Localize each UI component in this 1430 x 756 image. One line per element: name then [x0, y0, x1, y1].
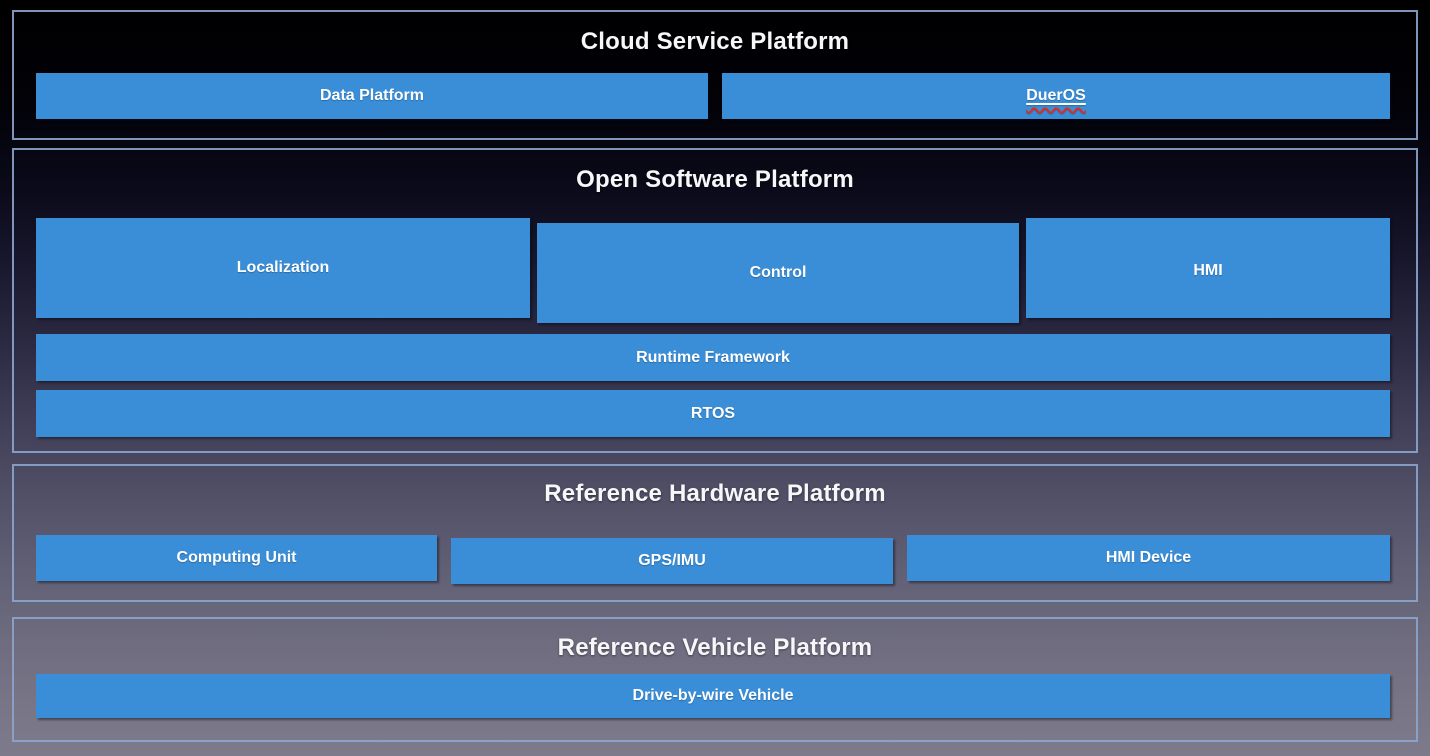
box-control-label: Control	[749, 264, 807, 281]
box-drive-by-wire-vehicle: Drive-by-wire Vehicle	[36, 674, 1390, 718]
box-hmi: HMI	[1026, 218, 1390, 318]
vehicle-boxes-row: Drive-by-wire Vehicle	[36, 674, 1390, 718]
section-cloud-service-platform: Cloud Service Platform Data Platform Due…	[12, 10, 1418, 140]
box-drive-by-wire-vehicle-label: Drive-by-wire Vehicle	[632, 687, 794, 704]
box-gps-imu: GPS/IMU	[451, 538, 893, 584]
cloud-boxes-row: Data Platform DuerOS	[36, 73, 1390, 119]
box-runtime-framework-label: Runtime Framework	[636, 348, 790, 366]
box-computing-unit: Computing Unit	[36, 535, 437, 581]
box-rtos: RTOS	[36, 390, 1390, 437]
section-title-cloud: Cloud Service Platform	[580, 28, 850, 55]
box-localization-label: Localization	[236, 259, 330, 276]
box-runtime-framework: Runtime Framework	[36, 334, 1390, 381]
box-data-platform: Data Platform	[36, 73, 708, 119]
section-reference-hardware-platform: Reference Hardware Platform Computing Un…	[12, 464, 1418, 602]
box-data-platform-label: Data Platform	[319, 87, 425, 104]
section-reference-vehicle-platform: Reference Vehicle Platform Drive-by-wire…	[12, 617, 1418, 742]
section-title-hardware: Reference Hardware Platform	[544, 480, 886, 507]
software-modules-row: Localization Control HMI	[36, 218, 1390, 323]
section-title-vehicle: Reference Vehicle Platform	[557, 634, 873, 661]
dueros-link-label: DuerOS	[1026, 87, 1086, 104]
section-open-software-platform: Open Software Platform Localization Cont…	[12, 148, 1418, 453]
hardware-boxes-row: Computing Unit GPS/IMU HMI Device	[36, 535, 1390, 584]
box-computing-unit-label: Computing Unit	[176, 549, 297, 566]
box-hmi-label: HMI	[1193, 262, 1223, 279]
dueros-link[interactable]: DuerOS	[1026, 87, 1086, 105]
box-hmi-device-label: HMI Device	[1105, 549, 1192, 566]
box-hmi-device: HMI Device	[907, 535, 1390, 581]
box-dueros: DuerOS	[722, 73, 1390, 119]
box-gps-imu-label: GPS/IMU	[638, 552, 706, 569]
software-rtos-row: RTOS	[36, 390, 1390, 437]
software-runtime-row: Runtime Framework	[36, 334, 1390, 381]
box-localization: Localization	[36, 218, 530, 318]
box-control: Control	[537, 223, 1019, 323]
box-rtos-label: RTOS	[690, 404, 736, 422]
section-title-software: Open Software Platform	[576, 166, 854, 193]
